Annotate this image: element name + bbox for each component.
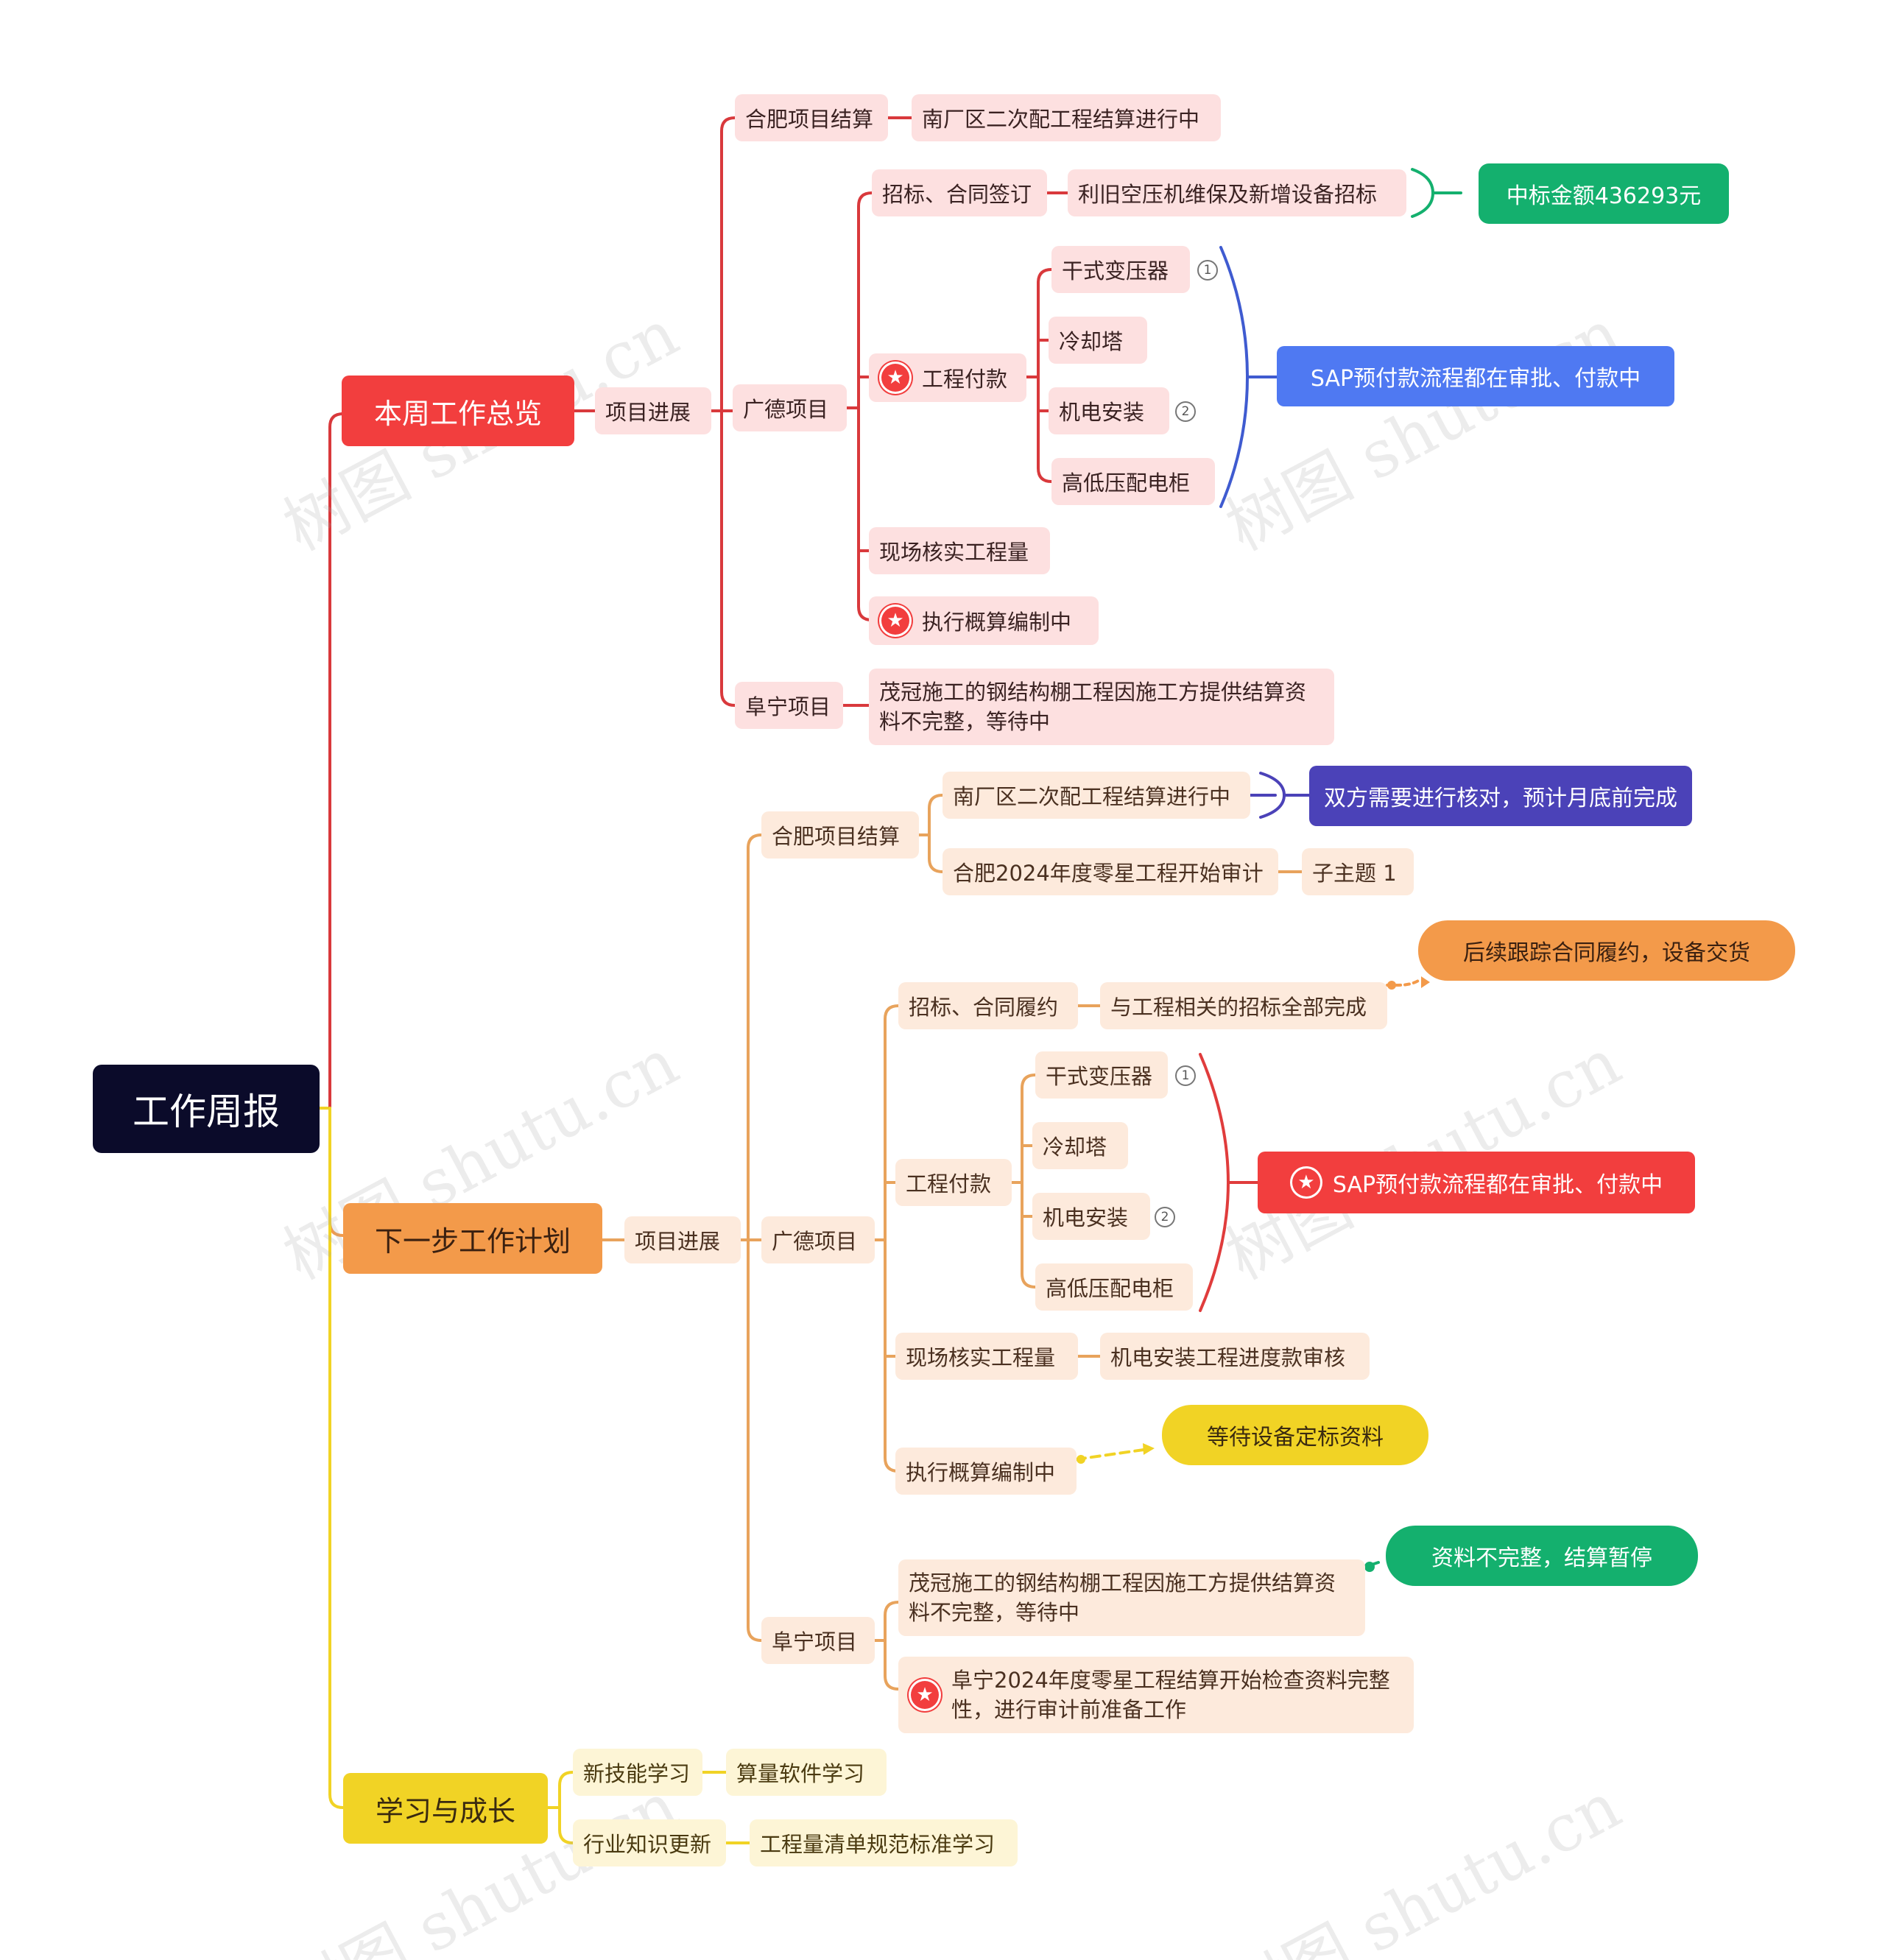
marker-1-icon: 1 [1197, 260, 1218, 281]
root-label: 工作周报 [133, 1090, 280, 1133]
star-icon: ★ [1289, 1166, 1322, 1199]
topic-hefei[interactable]: 合肥项目结算 [735, 94, 888, 141]
topic-payment-item[interactable]: 机电安装 [1049, 387, 1169, 434]
callout-paused[interactable]: 资料不完整，结算暂停 [1386, 1526, 1698, 1586]
topic-bid[interactable]: 招标、合同履约 [898, 982, 1078, 1029]
topic-bid-item[interactable]: 利旧空压机维保及新增设备招标 [1068, 169, 1406, 216]
topic-payment-item[interactable]: 干式变压器 [1035, 1051, 1168, 1099]
branch-this-week[interactable]: 本周工作总览 [342, 376, 574, 446]
branch-label: 下一步工作计划 [374, 1224, 571, 1258]
topic-industry-item[interactable]: 工程量清单规范标准学习 [750, 1819, 1018, 1866]
topic-budget[interactable]: ★ 执行概算编制中 [869, 596, 1099, 645]
callout-contract[interactable]: 后续跟踪合同履约，设备交货 [1418, 920, 1795, 981]
marker-2-icon: 2 [1155, 1207, 1175, 1227]
topic-payment-item[interactable]: 冷却塔 [1049, 317, 1147, 364]
topic-payment-item[interactable]: 冷却塔 [1032, 1122, 1128, 1169]
callout-waiting[interactable]: 等待设备定标资料 [1162, 1405, 1428, 1465]
topic-payment[interactable]: 工程付款 [895, 1159, 1012, 1206]
topic-funing[interactable]: 阜宁项目 [735, 682, 843, 729]
topic-site[interactable]: 现场核实工程量 [869, 527, 1050, 574]
topic-payment[interactable]: ★ 工程付款 [869, 353, 1026, 402]
branch-label: 本周工作总览 [373, 397, 542, 430]
topic-subtopic[interactable]: 子主题 1 [1302, 848, 1414, 895]
topic-progress[interactable]: 项目进展 [595, 387, 711, 434]
marker-1-icon: 1 [1175, 1065, 1196, 1086]
topic-payment-item[interactable]: 干式变压器 [1051, 246, 1190, 293]
topic-funing[interactable]: 阜宁项目 [761, 1617, 875, 1664]
topic-guangde[interactable]: 广德项目 [733, 384, 847, 431]
topic-bid-item[interactable]: 与工程相关的招标全部完成 [1100, 982, 1387, 1029]
topic-payment-item[interactable]: 高低压配电柜 [1051, 458, 1215, 505]
summary-bid-amount[interactable]: 中标金额436293元 [1479, 163, 1729, 224]
topic-industry[interactable]: 行业知识更新 [573, 1819, 726, 1866]
topic-skill[interactable]: 新技能学习 [573, 1749, 702, 1796]
topic-site-item[interactable]: 机电安装工程进度款审核 [1100, 1333, 1370, 1380]
summary-sap[interactable]: ★ SAP预付款流程都在审批、付款中 [1258, 1152, 1695, 1213]
topic-funing-item[interactable]: 茂冠施工的钢结构棚工程因施工方提供结算资料不完整，等待中 [869, 669, 1334, 745]
topic-site[interactable]: 现场核实工程量 [895, 1333, 1078, 1380]
summary-sap[interactable]: SAP预付款流程都在审批、付款中 [1277, 346, 1674, 406]
topic-progress[interactable]: 项目进展 [624, 1216, 741, 1263]
star-icon: ★ [879, 604, 912, 637]
star-icon: ★ [909, 1679, 941, 1711]
topic-funing-item[interactable]: ★ 阜宁2024年度零星工程结算开始检查资料完整性，进行审计前准备工作 [898, 1657, 1414, 1733]
branch-next-plan[interactable]: 下一步工作计划 [343, 1203, 602, 1274]
branch-label: 学习与成长 [375, 1794, 515, 1827]
topic-hefei-audit[interactable]: 合肥2024年度零星工程开始审计 [942, 848, 1278, 895]
topic-payment-item[interactable]: 高低压配电柜 [1035, 1263, 1193, 1311]
topic-hefei[interactable]: 合肥项目结算 [761, 811, 919, 859]
star-icon: ★ [879, 362, 912, 394]
marker-2-icon: 2 [1175, 401, 1196, 422]
topic-skill-item[interactable]: 算量软件学习 [726, 1749, 887, 1796]
topic-guangde[interactable]: 广德项目 [761, 1216, 875, 1263]
root-topic[interactable]: 工作周报 [93, 1065, 320, 1153]
topic-budget[interactable]: 执行概算编制中 [895, 1448, 1077, 1495]
branch-learning[interactable]: 学习与成长 [343, 1773, 548, 1844]
topic-payment-item[interactable]: 机电安装 [1032, 1193, 1150, 1240]
topic-hefei-item[interactable]: 南厂区二次配工程结算进行中 [912, 94, 1221, 141]
topic-funing-item[interactable]: 茂冠施工的钢结构棚工程因施工方提供结算资料不完整，等待中 [898, 1559, 1365, 1636]
summary-verify[interactable]: 双方需要进行核对，预计月底前完成 [1309, 766, 1692, 826]
topic-bid[interactable]: 招标、合同签订 [872, 169, 1047, 216]
topic-hefei-item[interactable]: 南厂区二次配工程结算进行中 [942, 772, 1250, 819]
